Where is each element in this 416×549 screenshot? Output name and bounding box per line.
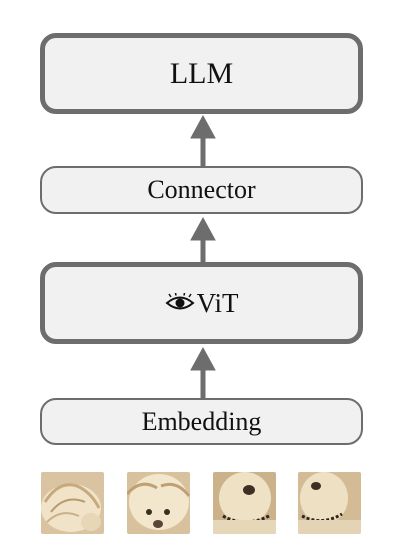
arrowhead-llm <box>190 114 216 139</box>
arrowhead-vit <box>190 346 216 371</box>
vit-box: ViT <box>40 262 363 344</box>
llm-box: LLM <box>40 33 363 114</box>
connector-box: Connector <box>40 166 363 214</box>
image-patch-1 <box>41 472 104 534</box>
embedding-box: Embedding <box>40 398 363 445</box>
image-patch-4 <box>298 472 361 534</box>
vit-label: ViT <box>196 287 239 318</box>
arrowhead-connector <box>190 216 216 241</box>
image-patch-3 <box>213 472 276 534</box>
embedding-label: Embedding <box>141 406 262 436</box>
eye-icon <box>165 293 195 310</box>
llm-label: LLM <box>169 56 234 90</box>
connector-label: Connector <box>147 175 256 204</box>
image-patch-2 <box>127 472 190 534</box>
